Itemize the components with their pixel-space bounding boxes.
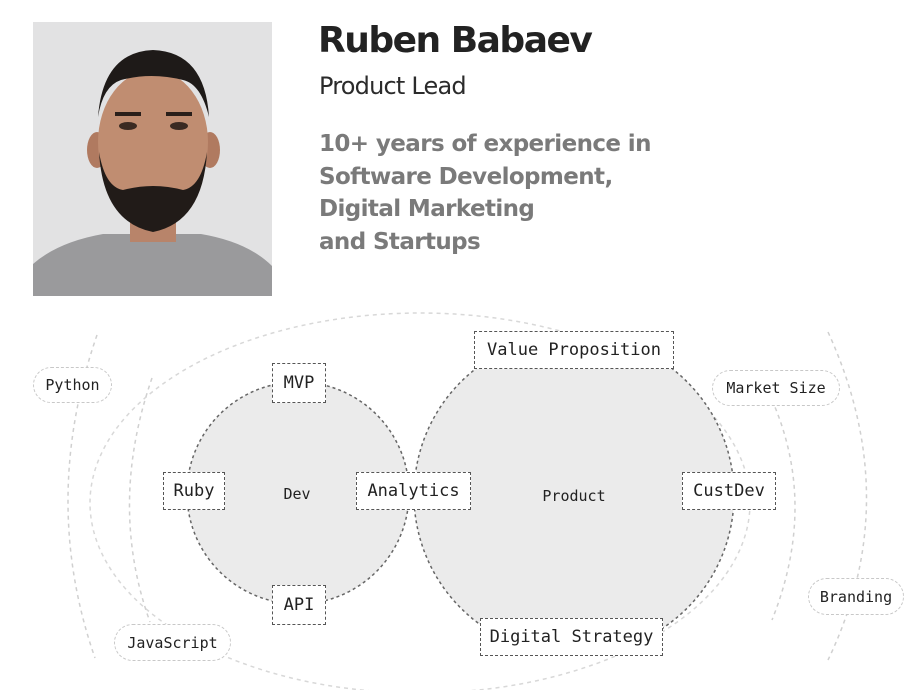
- bio-line: Digital Marketing: [319, 196, 535, 222]
- tag-market-size: Market Size: [712, 370, 840, 406]
- tag-api: API: [272, 585, 326, 625]
- tag-python: Python: [33, 367, 112, 403]
- profile-bio: 10+ years of experience in Software Deve…: [319, 128, 651, 258]
- venn-label-product: Product: [542, 487, 606, 505]
- skills-venn-diagram: Dev Product MVP Value Proposition Ruby A…: [0, 300, 924, 690]
- tag-javascript: JavaScript: [114, 624, 231, 661]
- tag-custdev: CustDev: [682, 472, 776, 510]
- bio-line: 10+ years of experience in: [319, 131, 651, 157]
- tag-analytics: Analytics: [356, 472, 471, 510]
- bio-line: Software Development,: [319, 163, 613, 190]
- tag-digital-strategy: Digital Strategy: [480, 618, 663, 656]
- profile-photo: [33, 22, 272, 296]
- venn-label-dev: Dev: [283, 485, 311, 503]
- profile-name: Ruben Babaev: [318, 20, 593, 61]
- tag-branding: Branding: [808, 578, 904, 615]
- tag-mvp: MVP: [272, 363, 326, 403]
- bio-line: and Startups: [319, 228, 481, 255]
- tag-ruby: Ruby: [163, 472, 225, 510]
- profile-role: Product Lead: [319, 72, 467, 100]
- tag-value-proposition: Value Proposition: [474, 331, 674, 369]
